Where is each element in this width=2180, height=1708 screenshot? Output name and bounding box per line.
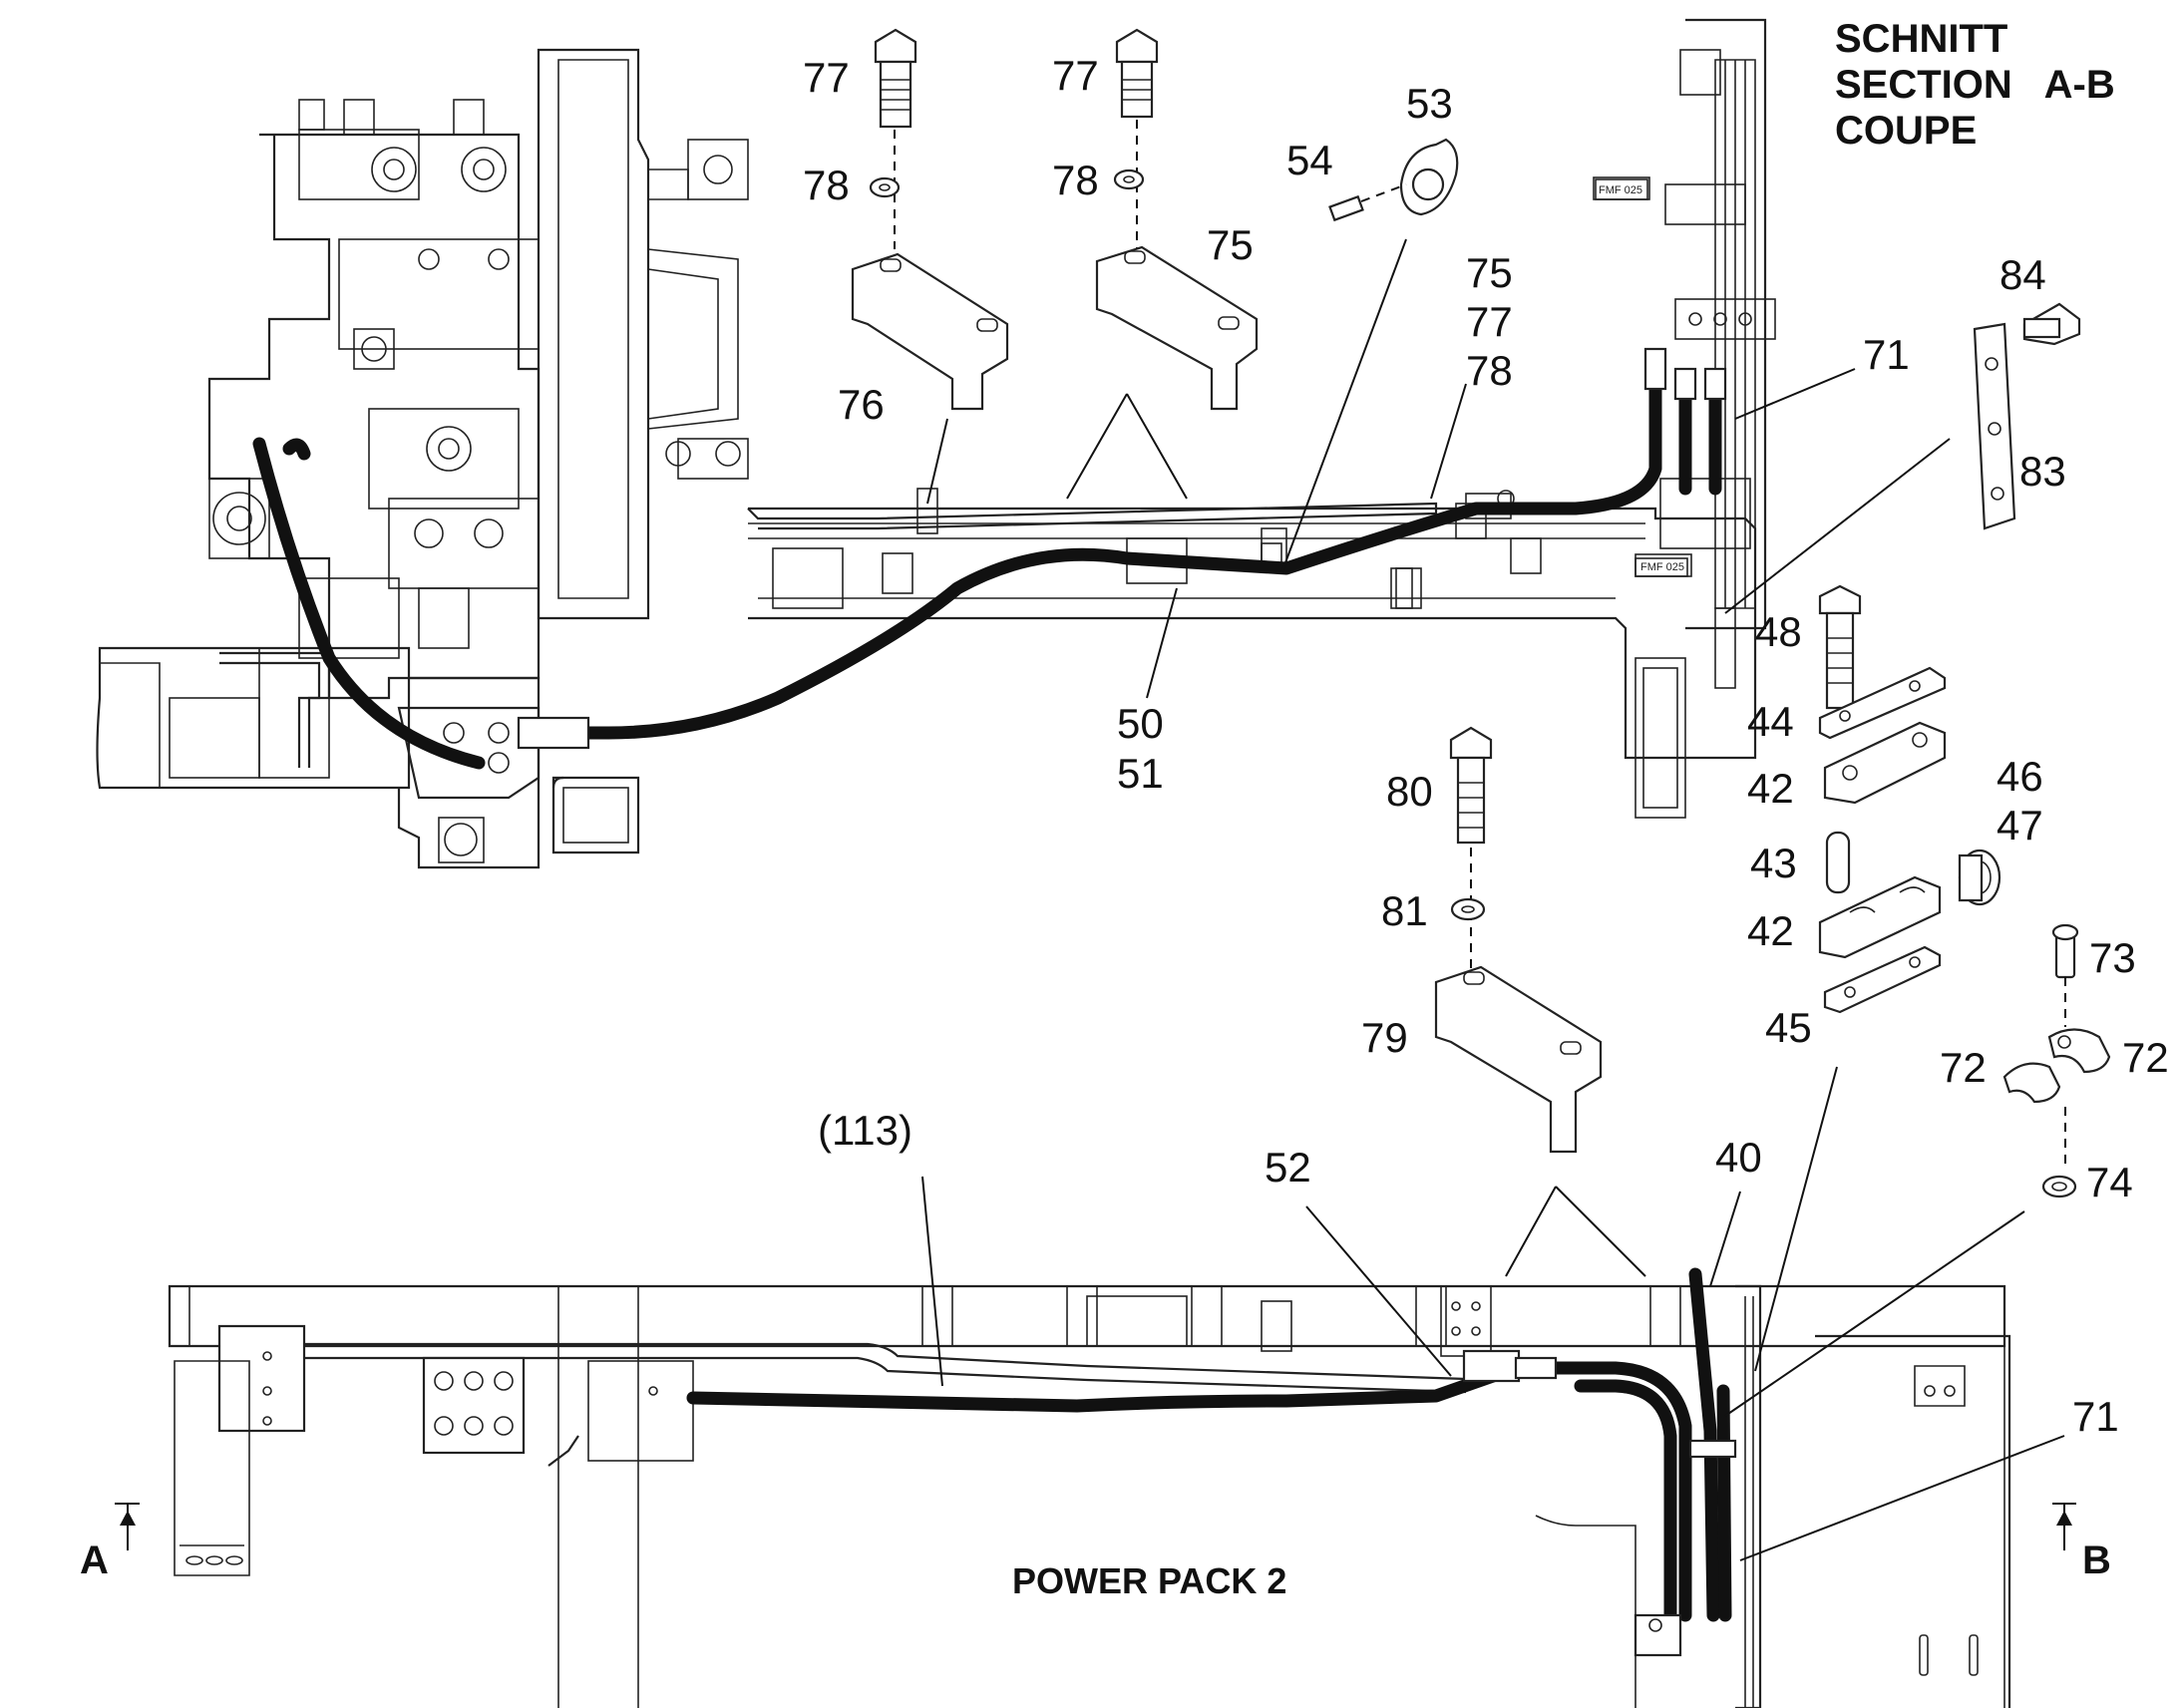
callout-74: 74 [2086, 1159, 2133, 1205]
callout-54: 54 [1286, 137, 1333, 183]
section-mark-b-label: B [2082, 1538, 2111, 1582]
section-mark-b: B [2052, 1503, 2111, 1582]
callout-71-a: 71 [1863, 331, 1910, 378]
callout-51: 51 [1117, 750, 1164, 797]
upper-machine-assembly [96, 18, 1776, 869]
bolt-77b [1115, 28, 1159, 119]
section-mark-a: A [80, 1503, 140, 1582]
callout-78-a: 78 [803, 162, 850, 208]
section-title-line-1: SCHNITT [1835, 17, 2007, 61]
callout-72-a: 72 [2122, 1034, 2169, 1081]
bolt-48 [1818, 584, 1862, 710]
callout-42-b: 42 [1747, 907, 1794, 954]
callout-80: 80 [1386, 768, 1433, 815]
leader-lines [921, 238, 2065, 1561]
callout-72-b: 72 [1940, 1044, 1987, 1091]
fmf-plate-1: FMF 025 [1593, 176, 1650, 200]
callout-52: 52 [1265, 1144, 1311, 1191]
callout-46: 46 [1997, 753, 2043, 800]
callout-42-a: 42 [1747, 765, 1794, 812]
callout-113: (113) [818, 1107, 912, 1154]
fmf-plate-2: FMF 025 [1635, 553, 1692, 577]
callout-47: 47 [1997, 802, 2043, 849]
callout-48: 48 [1755, 608, 1802, 655]
callout-53: 53 [1406, 80, 1453, 127]
section-title: SCHNITT SECTION A-B COUPE [1835, 17, 2115, 153]
callout-77-c: 77 [1466, 298, 1513, 345]
power-pack-2-assembly [168, 1267, 2011, 1708]
callout-77-a: 77 [803, 54, 850, 101]
callout-labels: 77 78 76 77 78 75 53 54 75 77 78 84 71 8… [803, 52, 2169, 1440]
callout-84: 84 [1999, 251, 2046, 298]
fmf-plate-2-text: FMF 025 [1640, 561, 1684, 573]
fmf-plate-1-text: FMF 025 [1599, 184, 1642, 196]
callout-50: 50 [1117, 700, 1164, 747]
callout-44: 44 [1747, 698, 1794, 745]
section-title-line-2: SECTION A-B [1835, 63, 2115, 107]
power-pack-title: POWER PACK 2 [1012, 1560, 1286, 1601]
callout-40: 40 [1715, 1134, 1762, 1181]
callout-73: 73 [2089, 934, 2136, 981]
callout-83: 83 [2019, 448, 2066, 495]
callout-75-b: 75 [1466, 249, 1513, 296]
callout-78-c: 78 [1466, 347, 1513, 394]
bolt-80 [1449, 726, 1493, 845]
callout-81: 81 [1381, 887, 1428, 934]
callout-78-b: 78 [1052, 157, 1099, 203]
callout-43: 43 [1750, 840, 1797, 886]
callout-76: 76 [838, 381, 885, 428]
callout-71-b: 71 [2072, 1393, 2119, 1440]
bolt-77a [874, 28, 917, 129]
callout-45: 45 [1765, 1004, 1812, 1051]
callout-79: 79 [1361, 1014, 1408, 1061]
exploded-parts [851, 28, 2111, 1198]
section-mark-a-label: A [80, 1538, 109, 1582]
callout-75: 75 [1207, 221, 1254, 268]
section-title-line-3: COUPE [1835, 109, 1977, 153]
callout-77-b: 77 [1052, 52, 1099, 99]
